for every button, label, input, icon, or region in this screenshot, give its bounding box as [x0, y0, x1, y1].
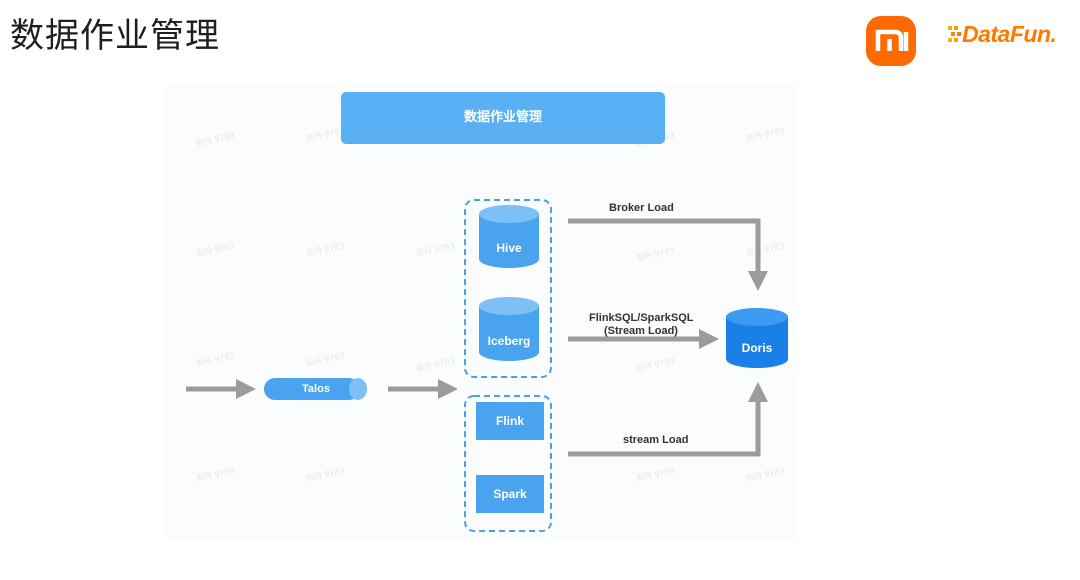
flink-box [476, 402, 544, 440]
datafun-logo-text: DataFun. [962, 21, 1057, 47]
mi-logo-icon [866, 16, 916, 66]
banner-title: 数据作业管理 [463, 110, 542, 125]
iceberg-label: Iceberg [487, 334, 531, 348]
hive-label: Hive [496, 241, 522, 255]
spark-label: Spark [493, 487, 527, 501]
stream-load-arrow [568, 382, 768, 457]
page-title: 数据作业管理 [10, 16, 220, 56]
flink-label: Flink [495, 414, 524, 428]
doris-label: Doris [741, 341, 773, 355]
stream-load-paren-label: (Stream Load) [604, 325, 678, 337]
iceberg-cylinder [479, 297, 539, 361]
broker-load-arrow [568, 218, 768, 291]
broker-load-label: Broker Load [609, 202, 674, 214]
hive-cylinder [479, 205, 539, 268]
doris-cylinder [726, 308, 788, 368]
diagram-graphics [186, 92, 788, 532]
talos-label: Talos [302, 383, 330, 395]
compute-group-box [464, 395, 552, 532]
talos-pipe [264, 378, 367, 400]
architecture-diagram: 彭丹 9783 彭丹 9783 彭丹 9783 彭丹 9783 彭丹 9783 … [166, 84, 796, 540]
datafun-logo: DataFun. [946, 14, 1080, 58]
stream-load-label: stream Load [623, 434, 689, 446]
flink-spark-sql-label: FlinkSQL/SparkSQL [589, 312, 694, 324]
datafun-dots-icon [948, 26, 961, 42]
spark-box [476, 475, 544, 513]
banner-box [341, 92, 665, 144]
storage-group-box [464, 199, 552, 378]
